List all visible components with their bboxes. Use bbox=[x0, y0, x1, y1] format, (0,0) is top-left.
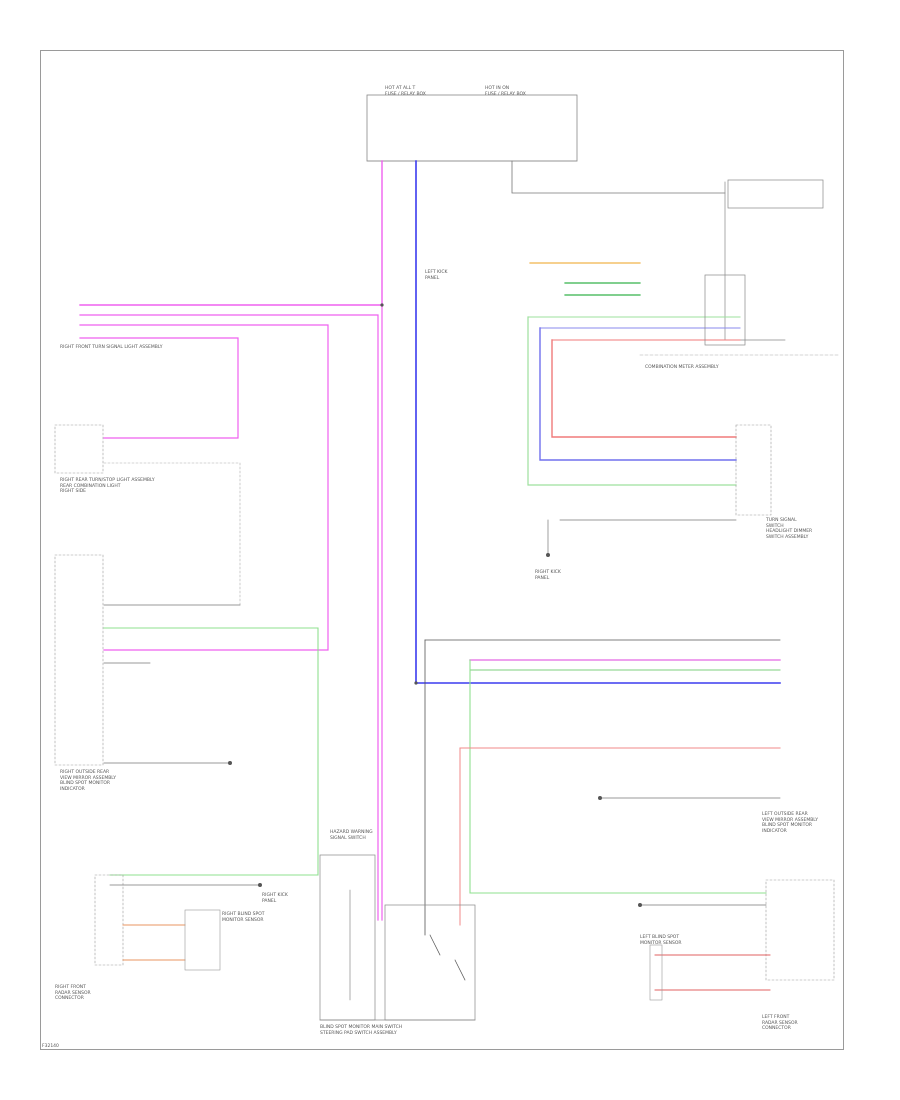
ground-label-2: RIGHT KICK PANEL bbox=[535, 570, 561, 581]
wire-pink-4 bbox=[79, 324, 329, 651]
fuse-label-1: HOT AT ALL T FUSE / RELAY BOX bbox=[385, 86, 426, 97]
wire-green-right bbox=[469, 659, 767, 894]
wire-blue-loop bbox=[539, 327, 737, 461]
left-sensor-label: LEFT BLIND SPOT MONITOR SENSOR bbox=[640, 935, 682, 946]
left-mirror-label: LEFT OUTSIDE REAR VIEW MIRROR ASSEMBLY B… bbox=[762, 812, 818, 834]
wire-green-left bbox=[103, 627, 319, 876]
right-rear-lamp-label: RIGHT REAR TURN/STOP LIGHT ASSEMBLY REAR… bbox=[60, 478, 155, 494]
hazard-switch-label: HAZARD WARNING SIGNAL SWITCH bbox=[330, 830, 373, 841]
right-sensor-label: RIGHT BLIND SPOT MONITOR SENSOR bbox=[222, 912, 265, 923]
fuse-label-2: HOT IN ON FUSE / RELAY BOX bbox=[485, 86, 526, 97]
right-turn-signal-label: RIGHT FRONT TURN SIGNAL LIGHT ASSEMBLY bbox=[60, 345, 163, 350]
wire-pink-1 bbox=[79, 160, 383, 306]
right-mirror-label: RIGHT OUTSIDE REAR VIEW MIRROR ASSEMBLY … bbox=[60, 770, 116, 792]
right-radar-label: RIGHT FRONT RADAR SENSOR CONNECTOR bbox=[55, 985, 91, 1001]
ground-label-1: LEFT KICK PANEL bbox=[425, 270, 448, 281]
footer-code: F32140 bbox=[42, 1044, 59, 1049]
wire-red-loop bbox=[551, 339, 737, 438]
wire-green-loop bbox=[527, 316, 737, 486]
ground-label-3: RIGHT KICK PANEL bbox=[262, 893, 288, 904]
wire-blue-main bbox=[415, 160, 781, 684]
diagram-frame bbox=[40, 50, 844, 1050]
turn-signal-switch-label: TURN SIGNAL SWITCH HEADLIGHT DIMMER SWIT… bbox=[766, 518, 813, 540]
fuse-box-outline bbox=[366, 94, 578, 162]
combination-meter-label: COMBINATION METER ASSEMBLY bbox=[645, 365, 719, 370]
wire-pink-5 bbox=[79, 337, 239, 439]
bsm-switch-label: BLIND SPOT MONITOR MAIN SWITCH STEERING … bbox=[320, 1025, 403, 1036]
wire-pink-3 bbox=[79, 314, 379, 921]
left-radar-label: LEFT FRONT RADAR SENSOR CONNECTOR bbox=[762, 1015, 798, 1031]
